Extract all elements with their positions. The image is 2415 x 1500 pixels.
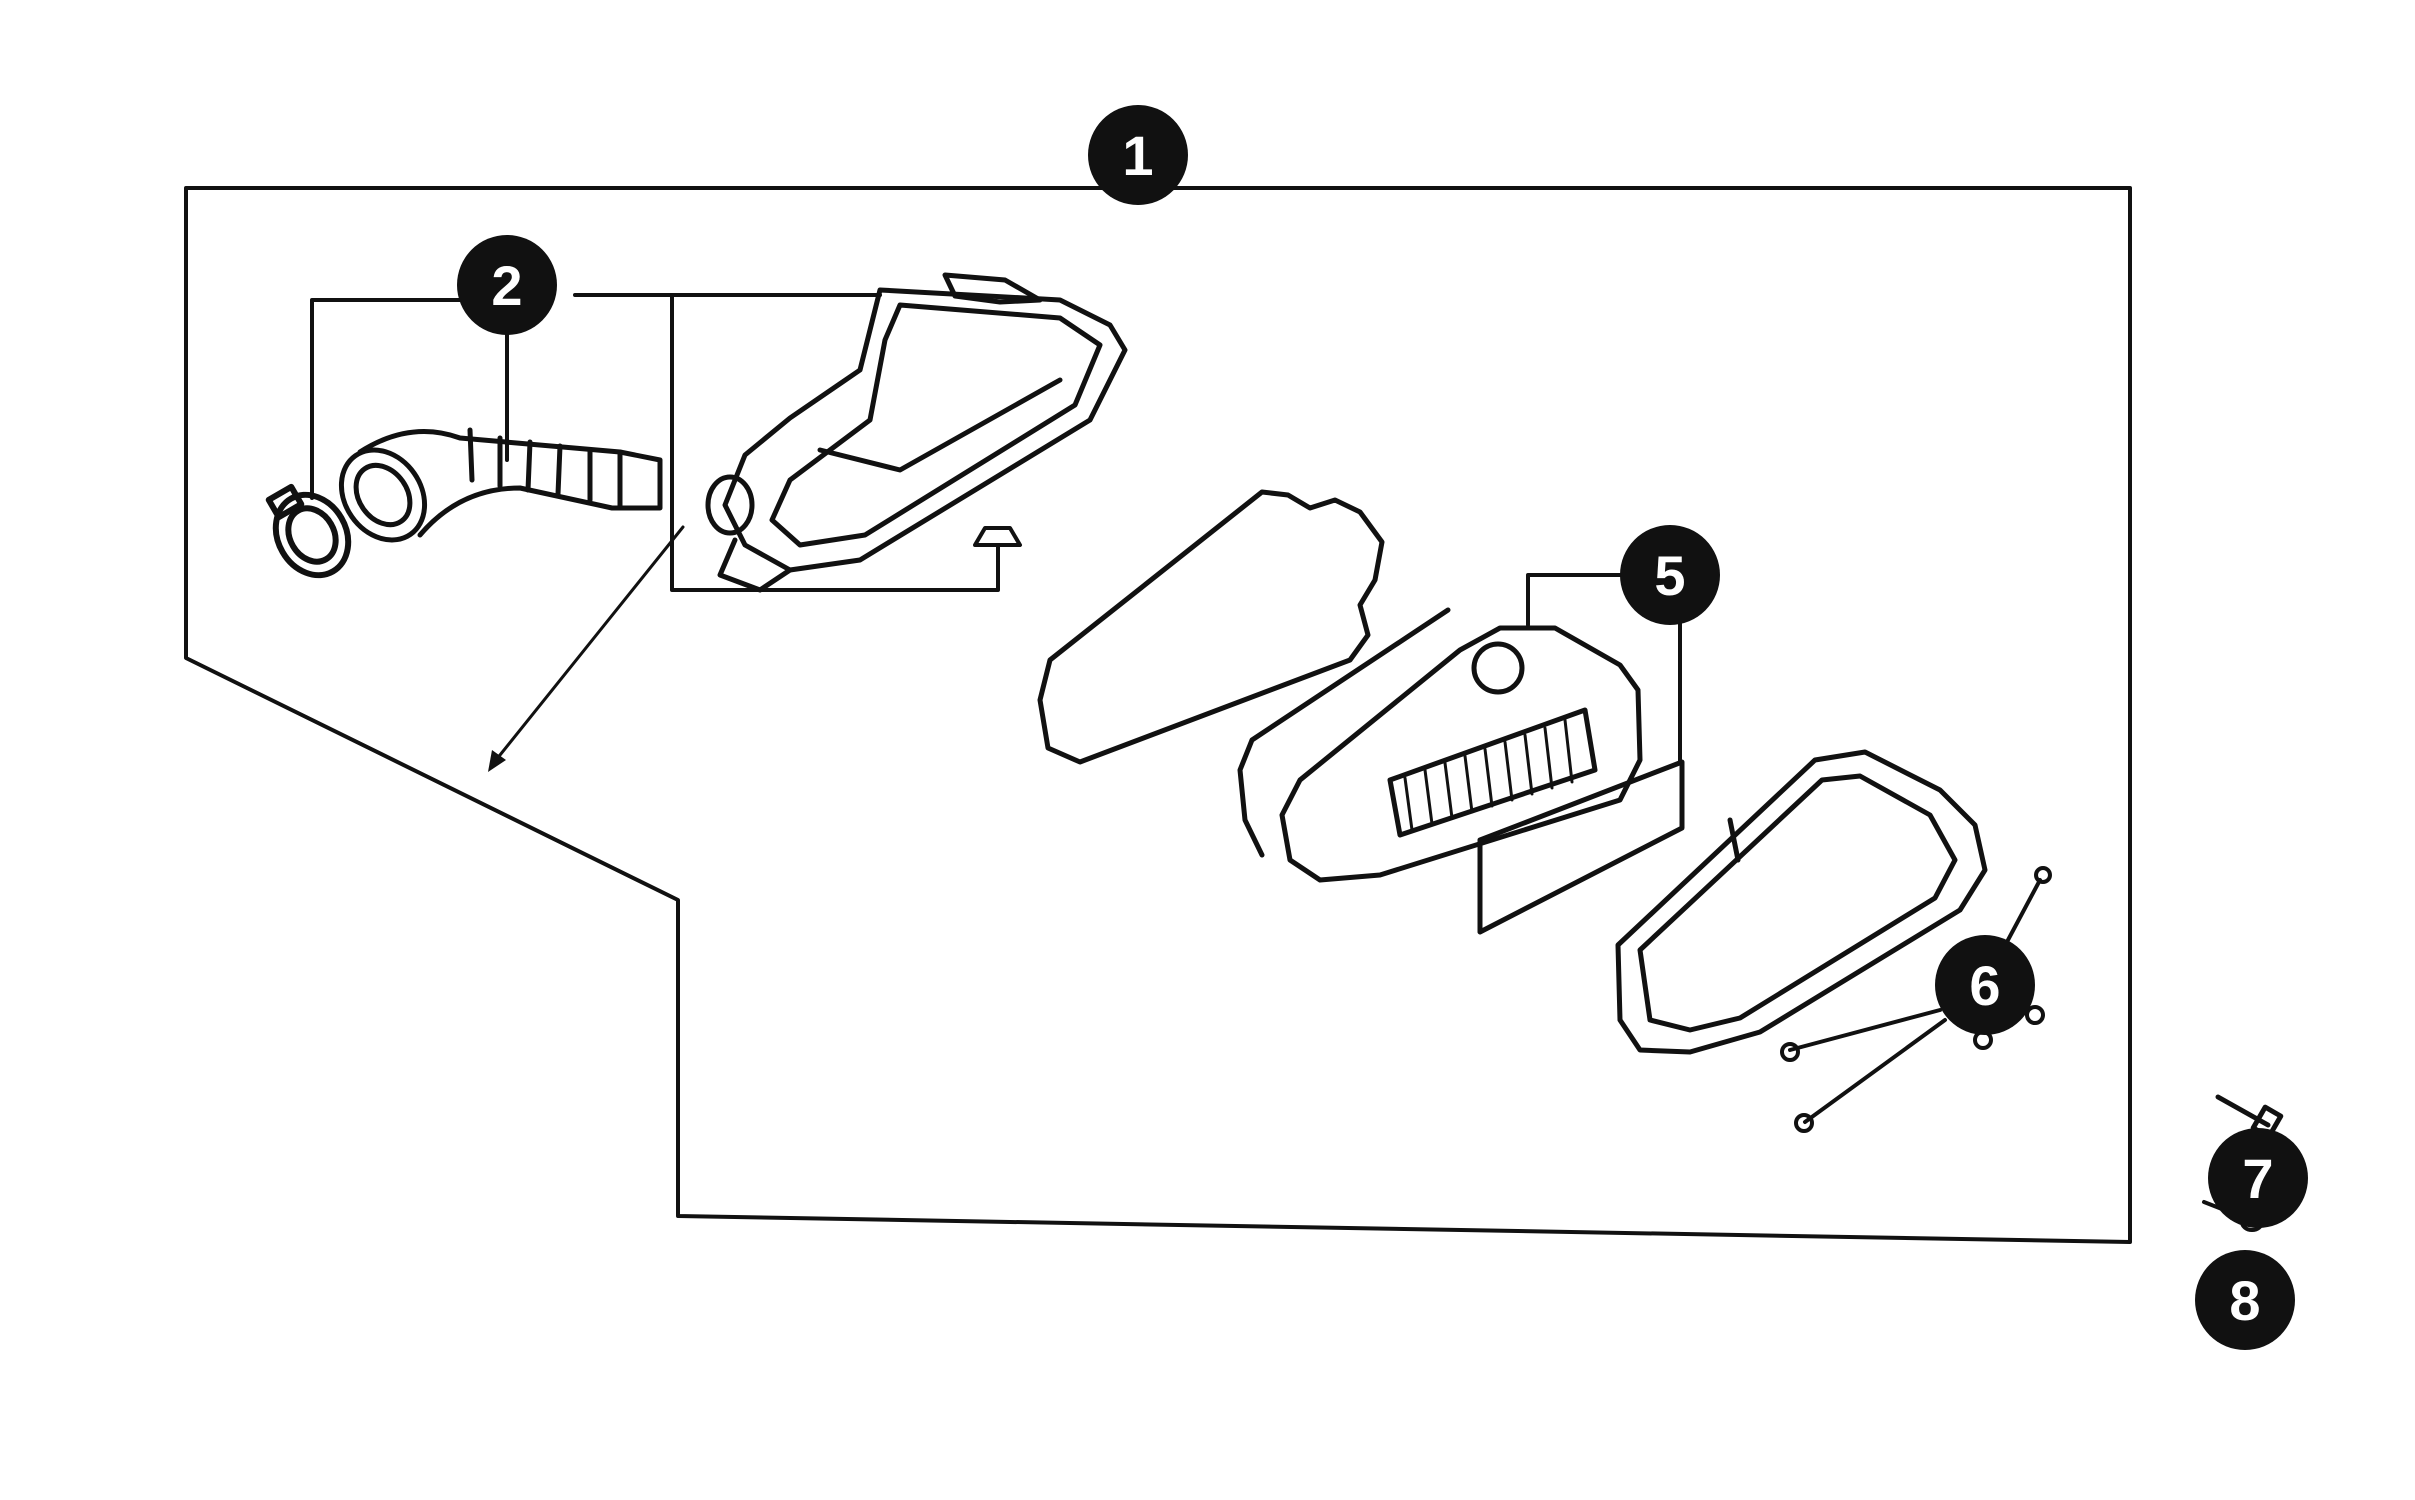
svg-text:8: 8 [2229, 1269, 2260, 1332]
callout-6: 6 [1935, 935, 2035, 1035]
callout-5: 5 [1620, 525, 1720, 625]
svg-text:6: 6 [1969, 954, 2000, 1017]
callout-2: 2 [457, 235, 557, 335]
arrow-leader [488, 525, 685, 772]
intake-hose [338, 427, 663, 543]
gasket [1037, 489, 1385, 765]
leaders-part-2 [310, 293, 1000, 592]
svg-text:1: 1 [1122, 124, 1153, 187]
svg-text:7: 7 [2242, 1147, 2273, 1210]
screws [1780, 866, 2052, 1133]
callout-7: 7 [2208, 1128, 2308, 1228]
svg-text:5: 5 [1654, 544, 1685, 607]
push-pin [973, 526, 1022, 562]
svg-text:2: 2 [491, 254, 522, 317]
callout-8: 8 [2195, 1250, 2295, 1350]
airbox-cover [1615, 749, 1988, 1055]
airbox-housing [705, 272, 1128, 593]
callout-1: 1 [1088, 105, 1188, 205]
hose-clamp [265, 483, 352, 579]
leaders-part-5 [1526, 573, 1682, 764]
foam-sheet [1477, 759, 1685, 935]
assembly-frame [184, 186, 2132, 1244]
air-filter-element [1237, 607, 1643, 883]
